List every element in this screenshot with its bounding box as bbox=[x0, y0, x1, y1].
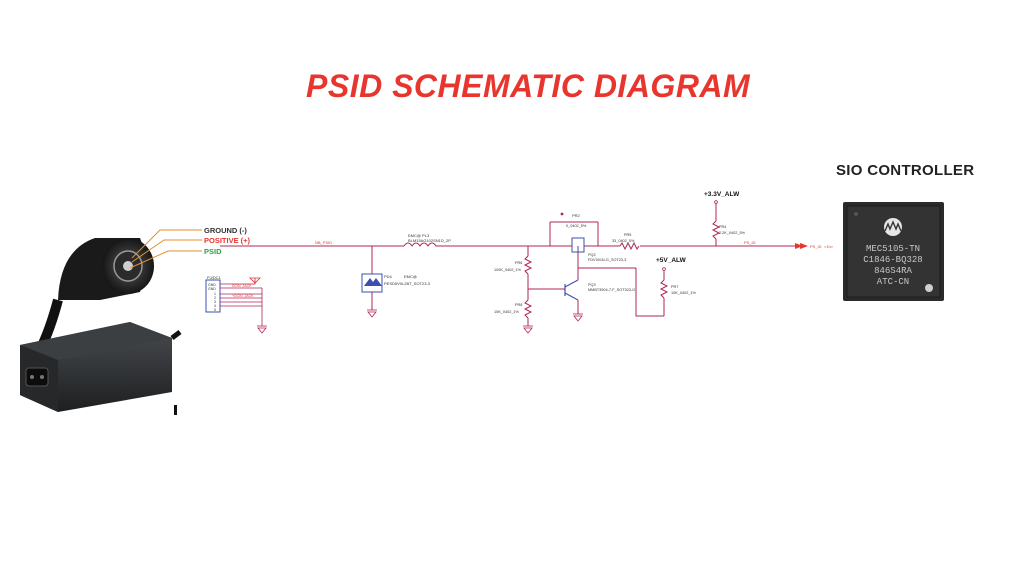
sio-controller-label: SIO CONTROLLER bbox=[836, 162, 975, 179]
pr5-ref: PR5 bbox=[624, 233, 631, 237]
pr2-val: 0_0402_5% bbox=[566, 224, 587, 228]
pd4-part: PESD5V0L2BT_SOT23-3 bbox=[384, 281, 431, 286]
legend-ground: GROUND (-) bbox=[204, 226, 247, 235]
rail-33v-pullup: +3.3V_ALW PR4 2.2K_0402_5% bbox=[704, 191, 746, 246]
pr8-val: 10K_0402_1% bbox=[494, 310, 520, 314]
connector-pin: 1 bbox=[214, 292, 216, 296]
connector-pin: 5 bbox=[214, 308, 216, 312]
plug-leader-lines bbox=[129, 229, 202, 269]
ferrite-bead-pl3: EMC@ PL3 BLM15AG102SN1D_2P bbox=[403, 233, 451, 247]
esd-diode-pd4: PD4 EMC@ PESD5V0L2BT_SOT23-3 bbox=[361, 246, 431, 318]
pd4-ref: PD4 bbox=[384, 274, 393, 279]
legend-positive: POSITIVE (+) bbox=[204, 236, 251, 245]
pq2-part: FDV301N-G_SOT23-3 bbox=[588, 258, 626, 262]
connector-pin: GND bbox=[208, 287, 216, 291]
pl3-ref: EMC@ PL3 bbox=[408, 233, 430, 238]
pq2-ref: PQ2 bbox=[588, 253, 596, 257]
sio-controller-chip: MEC5105-TN C1846-BQ328 846S4RA ATC-CN bbox=[843, 202, 944, 301]
connector-net: +DCIN_JACK bbox=[232, 294, 254, 298]
power-adapter-image bbox=[20, 322, 182, 415]
pr7-val: 10K_0402_1% bbox=[671, 291, 697, 295]
rail-33v-label: +3.3V_ALW bbox=[704, 191, 740, 198]
mosfet-pq2: PQ2 FDV301N-G_SOT23-3 bbox=[571, 237, 636, 269]
connector-net: DCIN_JACK bbox=[232, 284, 252, 288]
net-label-ps-id: PS_ID bbox=[744, 240, 756, 245]
ps-id-out-label: PS_ID bbox=[810, 244, 822, 249]
pq3-part: MMBT3904-7-F_SOT323-G bbox=[588, 288, 635, 292]
legend-psid: PSID bbox=[204, 247, 222, 256]
psid-net-wire bbox=[220, 221, 805, 247]
connector-pin: 2 bbox=[214, 296, 216, 300]
rail-5v-branch: +5V_ALW PR7 10K_0402_1% bbox=[635, 257, 697, 317]
connector-ref: PJ/DC1 bbox=[207, 275, 222, 280]
rail-5v-label: +5V_ALW bbox=[656, 257, 687, 264]
pr6-val: 100K_0402_1% bbox=[494, 268, 522, 272]
connector-pin: 3 bbox=[214, 300, 216, 304]
pr2-ref: PR2 bbox=[572, 213, 581, 218]
pr7-ref: PR7 bbox=[671, 285, 678, 289]
pr8-ref: PR8 bbox=[515, 303, 522, 307]
pr4-ref: PR4 bbox=[719, 225, 726, 229]
pq3-ref: PQ3 bbox=[588, 283, 596, 287]
chip-line-4: ATC-CN bbox=[877, 277, 909, 287]
pl3-part: BLM15AG102SN1D_2P bbox=[408, 238, 451, 243]
net-label-nb-psid: NB_PSID bbox=[315, 240, 332, 245]
chip-logo-icon bbox=[884, 218, 902, 236]
chip-line-2: C1846-BQ328 bbox=[863, 255, 922, 265]
connector-pin: 4 bbox=[214, 304, 216, 308]
transistor-pq3: PQ3 MMBT3904-7-F_SOT323-G bbox=[564, 268, 635, 322]
page-title: PSID SCHEMATIC DIAGRAM bbox=[306, 68, 751, 104]
ground-symbol bbox=[257, 325, 267, 334]
pd4-emc: EMC@ bbox=[404, 274, 417, 279]
ps-id-arrow-label: <1h> bbox=[824, 244, 834, 249]
connector-pin: GND bbox=[208, 283, 216, 287]
resistor-pr2: PR2 0_0402_5% bbox=[560, 212, 587, 228]
chip-line-1: MEC5105-TN bbox=[866, 244, 920, 254]
dc-jack-connector: PJ/DC1 GND GND 1 2 3 4 5 DCIN_JACK +DCIN… bbox=[205, 275, 267, 334]
ps-id-output: PS_ID PS_ID <1h> bbox=[744, 240, 834, 249]
pr5-val: 33_0402_5% bbox=[612, 239, 635, 243]
pr4-val: 2.2K_0402_5% bbox=[719, 231, 746, 235]
divider-resistors: PR6 100K_0402_1% PR8 10K_0402_1% bbox=[494, 246, 565, 334]
resistor-pr5: PR5 33_0402_5% bbox=[612, 233, 640, 251]
chip-line-3: 846S4RA bbox=[874, 266, 912, 276]
pr6-ref: PR6 bbox=[515, 261, 522, 265]
